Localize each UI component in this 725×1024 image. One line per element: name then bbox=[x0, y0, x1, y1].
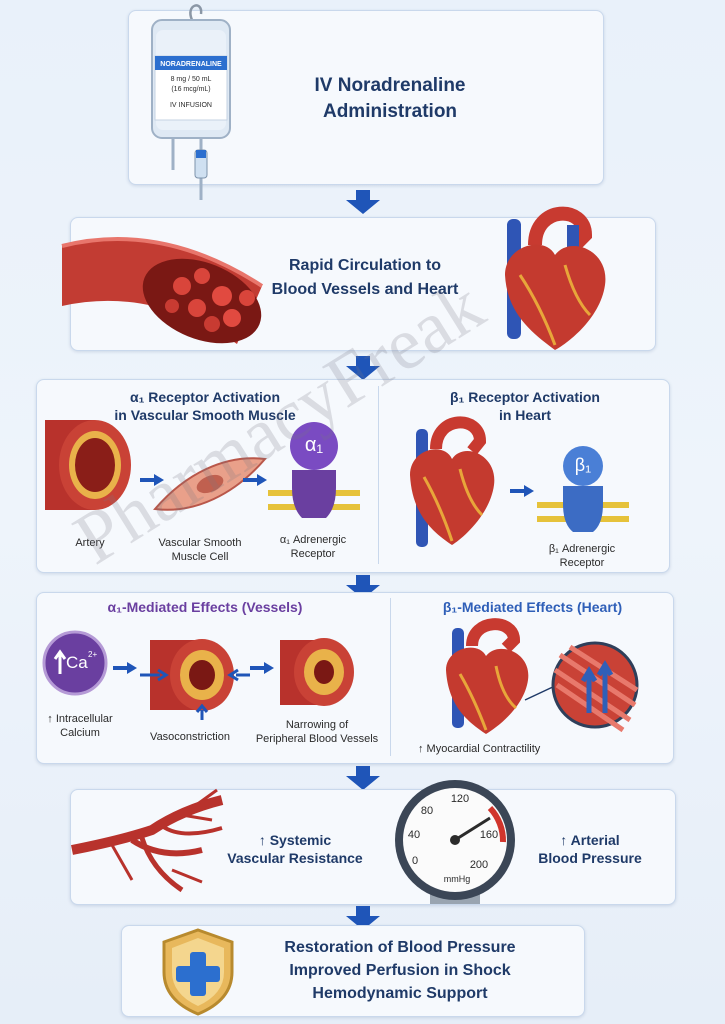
right-arrow-icon bbox=[250, 662, 274, 674]
right-arrow-icon bbox=[243, 474, 267, 486]
outcome-line1: Restoration of Blood Pressure bbox=[284, 939, 516, 956]
bp-label-line1: ↑ Arterial bbox=[560, 832, 620, 848]
calcium-charge: 2+ bbox=[88, 650, 98, 659]
alpha-receptor-label-line1: α₁ Adrenergic bbox=[279, 534, 347, 546]
step1-title-line1: IV Noradrenaline bbox=[314, 75, 466, 96]
gauge-tick-40: 40 bbox=[407, 829, 421, 841]
narrowing-label-line1: Narrowing of bbox=[285, 719, 349, 731]
beta-receptor-label-line1: β₁ Adrenergic bbox=[548, 543, 616, 555]
smooth-muscle-label-line2: Muscle Cell bbox=[171, 551, 229, 563]
beta-activation-title-line1: β₁ Receptor Activation bbox=[450, 389, 600, 405]
alpha-effects-title: α₁-Mediated Effects (Vessels) bbox=[107, 599, 303, 615]
down-arrow-icon bbox=[346, 766, 380, 790]
alpha-activation-title-line1: α₁ Receptor Activation bbox=[129, 389, 280, 405]
heart-icon bbox=[410, 416, 495, 547]
outcome-line2: Improved Perfusion in Shock bbox=[289, 962, 511, 979]
artery-cross-section-icon bbox=[45, 420, 131, 510]
calcium-ion-icon bbox=[42, 630, 108, 696]
svr-label-line2: Vascular Resistance bbox=[227, 850, 363, 866]
down-arrow-icon bbox=[346, 356, 380, 380]
shield-plus-icon bbox=[162, 928, 234, 1016]
step-resistance-pressure-panel bbox=[70, 789, 676, 905]
right-arrow-icon bbox=[140, 474, 164, 486]
calcium-label-line1: ↑ Intracellular bbox=[47, 713, 113, 725]
beta-receptor-label-line2: Receptor bbox=[559, 557, 605, 569]
panel-divider bbox=[378, 386, 379, 564]
heart-icon bbox=[446, 618, 529, 734]
step1-title-line2: Administration bbox=[322, 101, 458, 122]
narrowed-vessel-icon bbox=[280, 638, 354, 706]
iv-bag-icon bbox=[151, 4, 231, 200]
alpha-receptor-icon bbox=[268, 422, 360, 518]
down-arrow-icon bbox=[346, 575, 380, 599]
branching-artery-icon bbox=[71, 788, 224, 893]
beta-activation-title-line2: in Heart bbox=[498, 407, 552, 423]
svr-label-line1: ↑ Systemic bbox=[258, 832, 332, 848]
panel-divider bbox=[390, 598, 391, 756]
contractility-label: ↑ Myocardial Contractility bbox=[418, 743, 541, 755]
step2-title-line1: Rapid Circulation to bbox=[289, 257, 441, 274]
iv-bag-concentration: (16 mcg/mL) bbox=[171, 86, 211, 93]
beta-symbol: β₁ bbox=[574, 455, 592, 475]
right-arrow-icon bbox=[510, 485, 534, 497]
gauge-tick-160: 160 bbox=[479, 829, 499, 841]
bp-label-line2: Blood Pressure bbox=[538, 850, 642, 866]
smooth-muscle-label-line1: Vascular Smooth bbox=[158, 537, 242, 549]
beta-effects-title: β₁-Mediated Effects (Heart) bbox=[442, 599, 623, 615]
narrowing-label-line2: Peripheral Blood Vessels bbox=[255, 733, 379, 745]
heart-icon bbox=[505, 206, 606, 350]
gauge-unit: mmHg bbox=[443, 874, 471, 884]
constricted-vessel-icon bbox=[140, 639, 250, 720]
outcome-line3: Hemodynamic Support bbox=[312, 985, 488, 1002]
alpha-symbol: α₁ bbox=[304, 434, 324, 456]
gauge-tick-120: 120 bbox=[450, 793, 470, 805]
gauge-tick-80: 80 bbox=[420, 805, 434, 817]
down-arrow-icon bbox=[346, 906, 380, 930]
artery-label: Artery bbox=[75, 537, 105, 549]
beta-receptor-icon bbox=[537, 446, 629, 532]
alpha-receptor-label-line2: Receptor bbox=[290, 548, 336, 560]
step-receptor-activation-panel bbox=[36, 379, 670, 573]
smooth-muscle-cell-icon bbox=[153, 457, 267, 511]
muscle-fiber-zoom-icon bbox=[524, 641, 639, 733]
blood-vessel-icon bbox=[61, 237, 264, 344]
alpha-activation-title-line2: in Vascular Smooth Muscle bbox=[114, 407, 296, 423]
right-arrow-icon bbox=[113, 662, 137, 674]
vasoconstriction-label: Vasoconstriction bbox=[150, 731, 230, 743]
gauge-tick-200: 200 bbox=[469, 859, 489, 871]
gauge-tick-0: 0 bbox=[411, 855, 419, 867]
iv-bag-drug-name: NORADRENALINE bbox=[160, 61, 222, 68]
calcium-symbol: Ca bbox=[66, 653, 88, 672]
step2-title-line2: Blood Vessels and Heart bbox=[271, 281, 459, 298]
iv-bag-dose: 8 mg / 50 mL bbox=[170, 76, 212, 83]
down-arrow-icon bbox=[346, 190, 380, 214]
iv-bag-route: IV INFUSION bbox=[169, 102, 212, 109]
calcium-label-line2: Calcium bbox=[60, 727, 100, 739]
blood-pressure-gauge-icon bbox=[395, 780, 515, 904]
